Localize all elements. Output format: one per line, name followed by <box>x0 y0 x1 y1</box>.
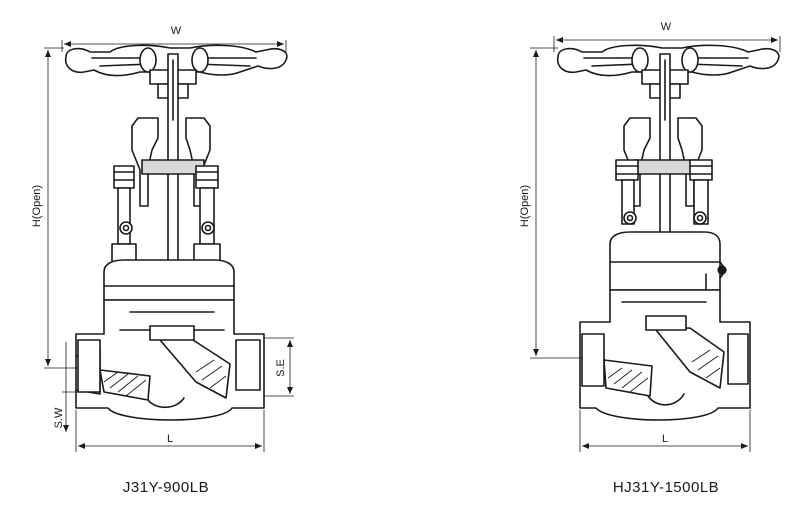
dimension-w-right: W <box>553 21 781 52</box>
globe-valve-drawing-left: W H(Open) S.E S.W L J31Y-900LB <box>31 25 294 496</box>
dimension-w-left: W <box>61 25 287 52</box>
seal-weld-icon <box>717 265 727 275</box>
caption-left: J31Y-900LB <box>123 479 209 496</box>
dimension-sw-left: S.W <box>53 342 80 432</box>
gland-bolt-left-2 <box>193 165 221 263</box>
dimension-h-left: H(Open) <box>31 47 78 369</box>
dim-se-label-left: S.E <box>275 359 287 377</box>
dim-l-label-right: L <box>662 433 668 445</box>
gland-bolt-right-1 <box>615 159 639 225</box>
caption-right: HJ31Y-1500LB <box>613 479 719 496</box>
dim-w-label-right: W <box>661 21 672 33</box>
yoke-left <box>131 117 211 207</box>
dim-sw-label-left: S.W <box>53 407 65 428</box>
gland-bolt-left-1 <box>111 165 137 263</box>
dimension-h-right: H(Open) <box>519 47 582 359</box>
dimension-l-left: L <box>75 410 265 452</box>
dim-w-label-left: W <box>171 25 182 37</box>
globe-valve-drawing-right: W H(Open) L HJ31Y-1500LB <box>519 21 781 496</box>
bonnet-right <box>609 231 727 301</box>
valve-body-left <box>75 299 265 421</box>
dimension-l-right: L <box>579 410 751 452</box>
dim-l-label-left: L <box>167 433 173 445</box>
gland-bolt-right-2 <box>689 159 713 225</box>
body-hatching-right <box>607 349 721 393</box>
dimension-se-left: S.E <box>264 337 294 397</box>
valve-body-right <box>579 289 751 421</box>
dim-h-label-left: H(Open) <box>31 185 43 227</box>
body-hatching-left <box>103 359 227 397</box>
dim-h-label-right: H(Open) <box>519 185 531 227</box>
